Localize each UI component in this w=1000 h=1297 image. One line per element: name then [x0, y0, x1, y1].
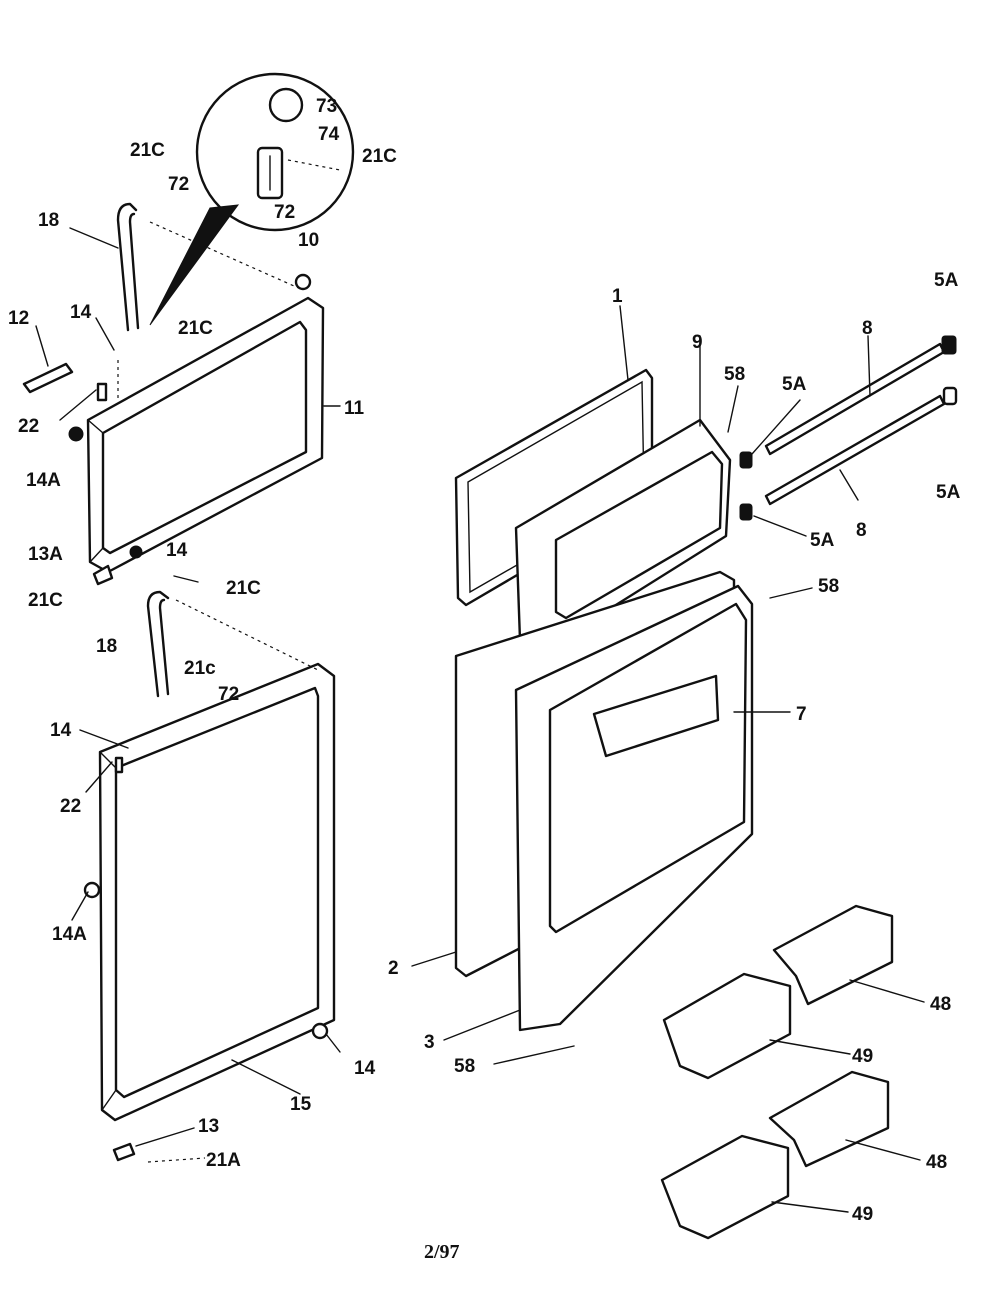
- screw-22-upper: [96, 382, 108, 402]
- callout-9: 9: [692, 332, 703, 353]
- callout-5a-a: 5A: [782, 374, 807, 395]
- lower-door-handle: [146, 590, 170, 698]
- hinge-bushing-14a: [68, 426, 84, 442]
- callout-21a: 21A: [206, 1150, 241, 1171]
- door-bin-48-lower: [768, 1070, 890, 1168]
- rail-end-cap-5a-2: [739, 503, 753, 521]
- callout-12: 12: [8, 308, 29, 329]
- callout-14-c: 14: [50, 720, 72, 741]
- shelf-rail-lower: [764, 394, 946, 506]
- rail-end-cap-5a-4: [942, 386, 958, 406]
- callout-18-b: 18: [96, 636, 117, 657]
- callout-5a-c: 5A: [936, 482, 961, 503]
- callout-21c-b: 21C: [178, 318, 213, 339]
- detail-magnifier-inset: [149, 72, 355, 326]
- callout-58-b: 58: [818, 576, 839, 597]
- callout-13: 13: [198, 1116, 219, 1137]
- callout-14-d: 14: [354, 1058, 376, 1079]
- callout-13a: 13A: [28, 544, 63, 565]
- callout-18-a: 18: [38, 210, 59, 231]
- hinge-pin-10: [294, 273, 312, 291]
- callout-49-b: 49: [852, 1204, 873, 1225]
- callout-72-a: 72: [168, 174, 189, 195]
- door-bin-49-upper: [662, 972, 792, 1080]
- rail-end-cap-5a-3: [941, 335, 957, 355]
- rail-end-cap-5a-1: [739, 451, 753, 469]
- callout-8-a: 8: [862, 318, 873, 339]
- callout-58-c: 58: [454, 1056, 475, 1077]
- callout-73: 73: [316, 96, 337, 117]
- callout-21c-e: 21c: [184, 658, 216, 679]
- callout-14a-b: 14A: [52, 924, 87, 945]
- fresh-food-door-frame: [98, 662, 336, 1122]
- screw-22-lower: [114, 756, 124, 774]
- bottom-bushing-14: [311, 1022, 329, 1040]
- callout-11: 11: [344, 398, 365, 419]
- callout-58-a: 58: [724, 364, 745, 385]
- handle-trim-piece: [22, 362, 74, 394]
- callout-48-a: 48: [930, 994, 951, 1015]
- callout-48-b: 48: [926, 1152, 947, 1173]
- callout-21c-c: 21C: [28, 590, 63, 611]
- callout-22-b: 22: [60, 796, 81, 817]
- callout-2: 2: [388, 958, 399, 979]
- callout-14-a: 14: [70, 302, 92, 323]
- freezer-door-frame: [86, 296, 325, 574]
- callout-21c-zoom: 21C: [362, 146, 397, 167]
- door-stop-14: [129, 545, 143, 559]
- door-bin-48-upper: [772, 904, 894, 1006]
- fresh-food-door-liner: [514, 584, 754, 1032]
- callout-8-b: 8: [856, 520, 867, 541]
- door-bin-49-lower: [660, 1134, 790, 1240]
- hinge-13: [112, 1142, 136, 1162]
- page-footer-date: 2/97: [424, 1241, 460, 1263]
- callout-49-a: 49: [852, 1046, 873, 1067]
- callout-15: 15: [290, 1094, 312, 1115]
- callout-72-zoom: 72: [274, 202, 295, 223]
- hinge-13a: [92, 564, 114, 586]
- callout-14-b: 14: [166, 540, 188, 561]
- callout-1: 1: [612, 286, 623, 307]
- callout-22-a: 22: [18, 416, 39, 437]
- callout-3: 3: [424, 1032, 435, 1053]
- callout-21c-a: 21C: [130, 140, 165, 161]
- shelf-rail-upper: [764, 342, 946, 456]
- callout-10: 10: [298, 230, 319, 251]
- callout-14a-a: 14A: [26, 470, 61, 491]
- callout-5a-d: 5A: [810, 530, 835, 551]
- callout-5a-b: 5A: [934, 270, 959, 291]
- callout-72-b: 72: [218, 684, 239, 705]
- callout-7: 7: [796, 704, 807, 725]
- callout-74: 74: [318, 124, 340, 145]
- leader-lines: [35, 227, 925, 1213]
- upper-door-handle: [116, 202, 140, 332]
- callout-21c-d: 21C: [226, 578, 261, 599]
- hinge-bushing-14a-lower: [83, 881, 101, 899]
